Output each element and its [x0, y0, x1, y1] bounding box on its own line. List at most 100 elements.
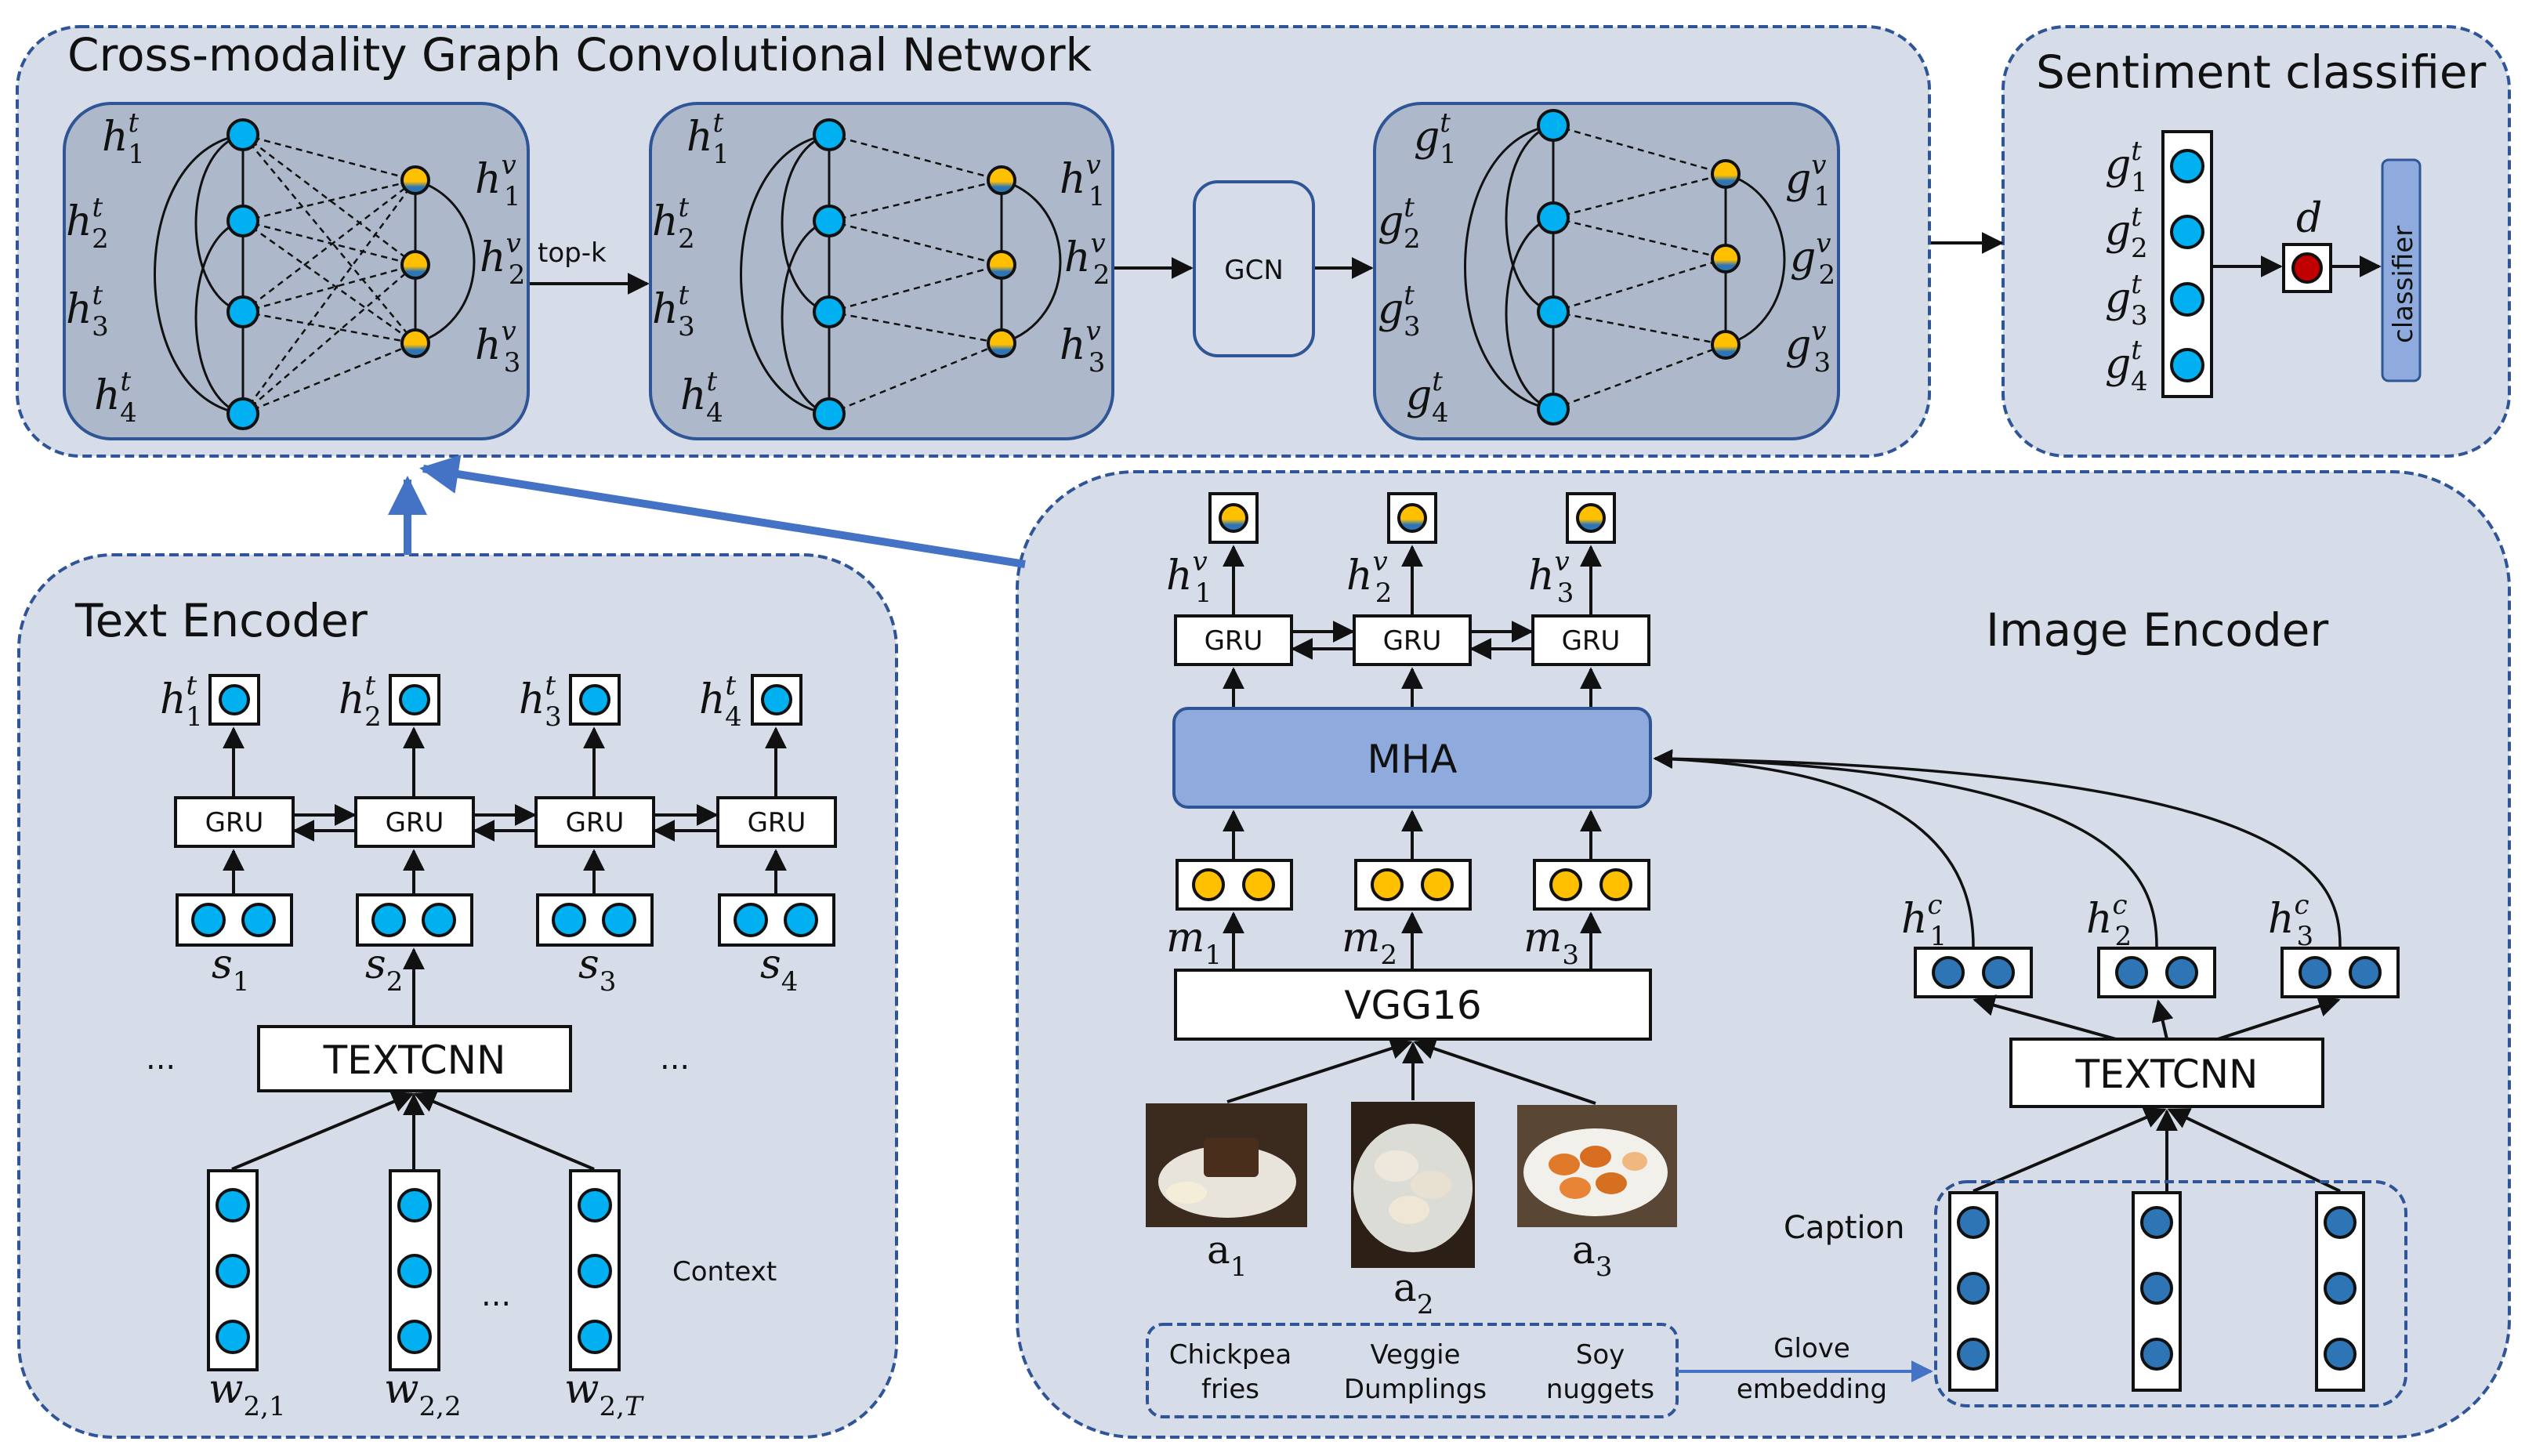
- caption-2-line-1: Veggie: [1370, 1339, 1460, 1371]
- graph1-cross-edge-1: [242, 133, 416, 182]
- word-node-2-3: [397, 1320, 432, 1354]
- graph1-visual-node-3: [400, 328, 430, 358]
- graph1-cross-edge-10: [241, 179, 417, 415]
- caption-textcnn-label: TEXTCNN: [2075, 1052, 2259, 1097]
- graph3-cross-edge-5: [1552, 310, 1726, 346]
- svg-text:gt4: gt4: [1406, 366, 1449, 429]
- graph1-text-node-4: [226, 397, 259, 430]
- svg-text:s4: s4: [760, 941, 798, 998]
- graph3-visual-arc: [1725, 172, 1786, 346]
- svg-text:ht3: ht3: [652, 280, 695, 342]
- d-label: d: [2296, 195, 2322, 242]
- graph3-cross-edge-1: [1552, 124, 1726, 176]
- image-h-node-3: [1576, 503, 1606, 533]
- caption-1-line-1: Chickpea: [1169, 1339, 1291, 1371]
- graph1-cross-edge-9: [242, 310, 416, 345]
- word-node-3-2: [578, 1254, 612, 1288]
- photo3-to-vgg: [1413, 1038, 1596, 1105]
- graph1-cross-edge-4: [242, 179, 416, 223]
- graph1-text-node-1: [226, 118, 259, 151]
- caption-word-node-2-3: [2140, 1338, 2173, 1371]
- image-to-graph-arrow: [419, 455, 1026, 568]
- graph1-text-node-3: [226, 295, 259, 328]
- graph2-visual-node-3: [987, 328, 1016, 358]
- caption-h-node-3b: [2349, 956, 2382, 989]
- graph1-cross-edge-8: [242, 263, 416, 313]
- text-textcnn-box: [257, 1025, 572, 1092]
- svg-text:m2: m2: [1342, 915, 1397, 971]
- svg-text:s2: s2: [365, 941, 403, 998]
- photo-soy-nuggets: [1517, 1105, 1677, 1227]
- svg-text:hv1: hv1: [475, 150, 520, 212]
- graph2-text-arc-1: [781, 133, 830, 313]
- graph2-text-node-4: [813, 397, 846, 430]
- graph2-cross-edge-5: [828, 310, 1002, 345]
- text-s-node-3a: [552, 903, 586, 937]
- photo1-to-vgg: [1226, 1038, 1413, 1103]
- mha-box: [1172, 707, 1652, 809]
- text-gru-3-label: GRU: [566, 807, 625, 838]
- svg-text:hc2: hc2: [2086, 889, 2132, 952]
- graph2-cross-edge-4: [828, 263, 1002, 313]
- svg-text:s1: s1: [212, 941, 249, 998]
- svg-text:ht3: ht3: [519, 670, 562, 733]
- caption-word-node-3-3: [2324, 1338, 2357, 1371]
- caption-3-line-2: nuggets: [1546, 1374, 1654, 1405]
- graph3-cross-edge-2: [1552, 172, 1726, 219]
- photo-veggie-dumplings: [1351, 1102, 1475, 1268]
- graph1-cross-edge-3: [242, 134, 416, 344]
- glove-label-1: Glove: [1773, 1333, 1850, 1364]
- svg-text:gt1: gt1: [1414, 107, 1457, 170]
- svg-text:gt2: gt2: [2105, 201, 2148, 264]
- caption-to-mha-3: [1653, 749, 2342, 947]
- graph2-text-arc-3: [740, 133, 830, 415]
- text-gru-1-label: GRU: [205, 807, 264, 838]
- caption-2-line-2: Dumplings: [1344, 1374, 1487, 1405]
- svg-text:w2,T: w2,T: [564, 1366, 644, 1422]
- image-m-node-1a: [1192, 868, 1225, 901]
- word-node-3-3: [578, 1320, 612, 1354]
- mha-label: MHA: [1368, 737, 1458, 782]
- graph3-text-arc-2: [1505, 216, 1554, 411]
- svg-text:s3: s3: [578, 941, 616, 998]
- caption-word-node-2-1: [2140, 1206, 2173, 1239]
- graph3-cross-edge-6: [1552, 343, 1726, 411]
- caption-label: Caption: [1784, 1210, 1904, 1246]
- caption-3-line-1: Soy: [1576, 1339, 1625, 1371]
- text-h-node-3: [579, 684, 610, 715]
- svg-text:gv3: gv3: [1785, 316, 1831, 378]
- text-textcnn-label: TEXTCNN: [323, 1038, 506, 1083]
- text-ellipsis-left: ...: [146, 1041, 176, 1077]
- graph-edges: [154, 124, 1786, 415]
- caption-embedding-box: [1934, 1180, 2407, 1407]
- svg-text:hc3: hc3: [2268, 889, 2313, 952]
- sentiment-panel-title: Sentiment classifier: [2036, 45, 2487, 99]
- word-node-2-2: [397, 1254, 432, 1288]
- svg-text:hv1: hv1: [1060, 150, 1105, 212]
- image-gru-3-box: [1531, 614, 1650, 666]
- word3-to-textcnn: [413, 1091, 595, 1171]
- graph1-cross-edge-11: [242, 264, 416, 415]
- graph2-cross-edge-6: [828, 342, 1002, 415]
- svg-text:hv3: hv3: [1060, 316, 1105, 378]
- text-s-node-2a: [371, 903, 406, 937]
- svg-text:hv3: hv3: [475, 316, 520, 378]
- d-node: [2291, 252, 2323, 284]
- image-m-node-3a: [1549, 868, 1582, 901]
- image-h-node-1: [1219, 503, 1248, 533]
- classifier-box: [2381, 158, 2422, 382]
- graph3-text-node-2: [1537, 201, 1570, 234]
- word-node-1-1: [216, 1188, 250, 1222]
- graph1-cross-edge-12: [242, 342, 416, 415]
- caption-word-node-1-3: [1957, 1338, 1990, 1371]
- text-ellipsis-words: ...: [481, 1277, 511, 1313]
- svg-text:ht3: ht3: [66, 280, 109, 342]
- word-node-1-2: [216, 1254, 250, 1288]
- graph3-visual-node-2: [1711, 244, 1741, 273]
- svg-text:hc1: hc1: [1901, 889, 1947, 952]
